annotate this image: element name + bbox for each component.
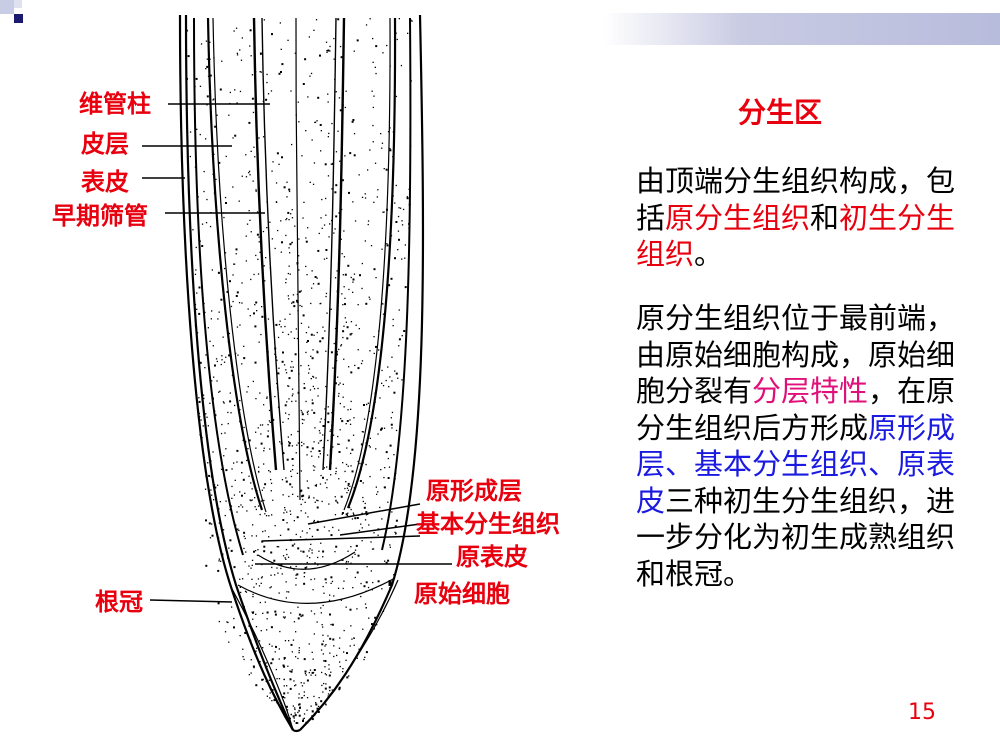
paragraph-1: 由顶端分生组织构成，包括原分生组织和初生分生组织。 [636,163,966,273]
corner-square-light-small [14,0,22,8]
p2-highlight-2: 原形成层、基本分生组织、原表皮 [636,410,956,518]
label-cortex: 皮层 [81,129,129,158]
inner-tissue-lines [193,17,412,604]
p1-text-3: 。 [694,237,724,271]
p1-highlight-1: 原分生组织 [665,200,811,235]
page-title: 分生区 [738,96,823,129]
p2-highlight-1: 分层特性 [752,374,869,408]
p2-text-1: 原分生组织位于最前端，由原始细胞构成，原始细胞分裂有 [636,301,956,408]
page-number: 15 [908,700,936,725]
corner-square-navy [14,14,23,23]
label-root-cap: 根冠 [95,587,143,616]
p1-highlight-2: 初生分生组织 [636,200,956,272]
p2-text-3: 三种初生分生组织，进一步分化为初生成熟组织和根冠。 [636,483,956,591]
label-epidermis: 表皮 [81,167,129,196]
leader-lines [142,103,452,603]
root-tip-diagram [142,14,452,733]
label-protoderm: 原表皮 [456,542,528,571]
p1-text-1: 由顶端分生组织构成，包括 [636,164,956,235]
corner-square-light [0,0,14,14]
root-outline [178,14,425,733]
label-initial-cells: 原始细胞 [414,579,510,608]
label-ground-meristem: 基本分生组织 [416,509,560,538]
label-vascular-cylinder: 维管柱 [79,89,151,118]
label-procambium: 原形成层 [426,476,522,505]
p2-text-2: ，在原分生组织后方形成 [636,374,956,445]
label-early-sieve-tube: 早期筛管 [52,201,148,230]
p1-text-2: 和 [810,200,840,235]
header-gradient-bar [603,13,1000,45]
cell-stipple [186,18,413,724]
paragraph-2: 原分生组织位于最前端，由原始细胞构成，原始细胞分裂有分层特性，在原分生组织后方形… [636,300,966,592]
